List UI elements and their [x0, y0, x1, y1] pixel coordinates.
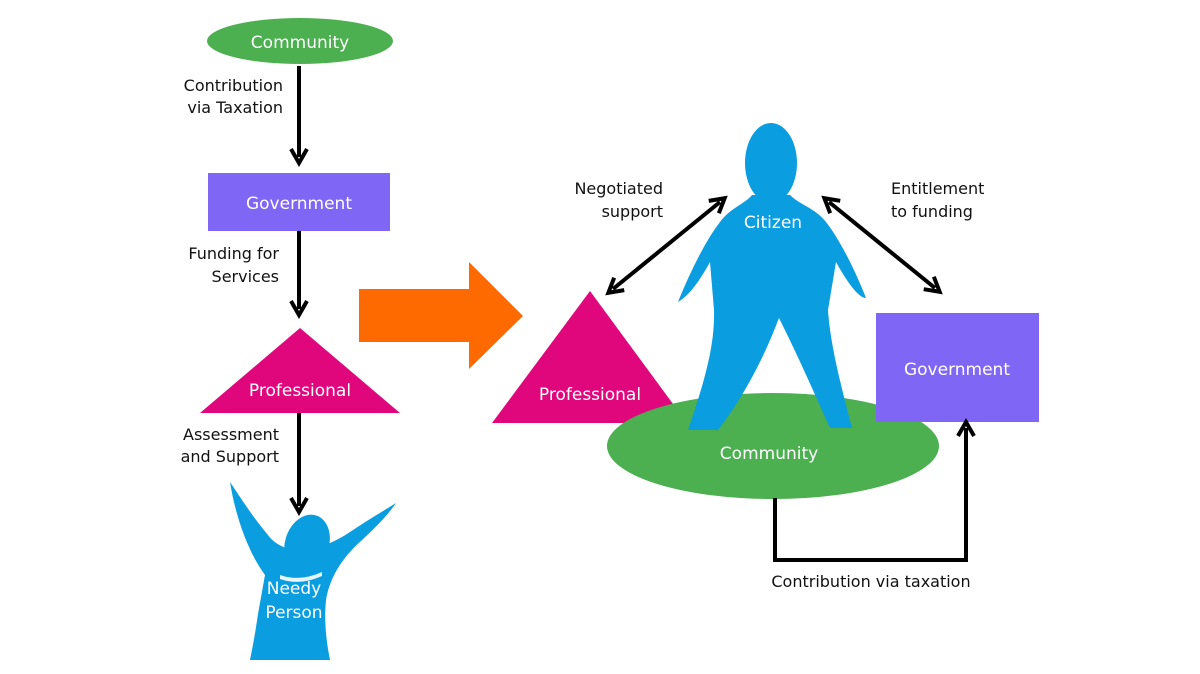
left-assessment-label-2: and Support — [181, 447, 279, 466]
right-community-label: Community — [720, 444, 818, 464]
entitlement-label-1: Entitlement — [891, 179, 984, 198]
needy-person-head — [284, 514, 330, 574]
needy-person-label-2: Person — [265, 603, 322, 623]
entitlement-arrow — [821, 195, 943, 295]
left-professional-triangle — [200, 328, 400, 413]
negotiated-label-1: Negotiated — [574, 179, 663, 198]
needy-person-figure — [230, 482, 396, 660]
left-government-box — [208, 173, 390, 231]
right-community-ellipse — [607, 393, 939, 499]
negotiated-label-2: support — [602, 202, 663, 221]
contribution-loop-arrow — [773, 417, 976, 562]
citizen-head — [745, 123, 797, 203]
left-funding-label-2: Services — [212, 267, 279, 286]
right-professional-triangle — [492, 291, 687, 423]
right-model: Professional Citizen Community Governmen… — [492, 123, 1039, 591]
right-contribution-label: Contribution via taxation — [771, 572, 970, 591]
negotiated-support-arrow — [605, 195, 728, 296]
left-contribution-label-1: Contribution — [184, 76, 283, 95]
left-community-label: Community — [251, 33, 349, 53]
left-funding-label-1: Funding for — [188, 244, 279, 263]
left-professional-label: Professional — [249, 381, 351, 401]
right-government-box — [876, 313, 1039, 422]
left-model: Community Contribution via Taxation Gove… — [181, 18, 400, 660]
left-contribution-label-2: via Taxation — [187, 98, 283, 117]
left-community-ellipse — [207, 18, 393, 64]
left-government-label: Government — [246, 194, 352, 214]
citizen-label: Citizen — [744, 213, 802, 233]
needy-person-body — [230, 482, 396, 660]
transition-arrow — [359, 262, 523, 369]
needy-person-label-1: Needy — [267, 579, 322, 599]
citizen-figure — [678, 123, 866, 430]
entitlement-label-2: to funding — [891, 202, 973, 221]
left-assessment-label-1: Assessment — [183, 425, 279, 444]
right-government-label: Government — [904, 360, 1010, 380]
right-professional-label: Professional — [539, 385, 641, 405]
